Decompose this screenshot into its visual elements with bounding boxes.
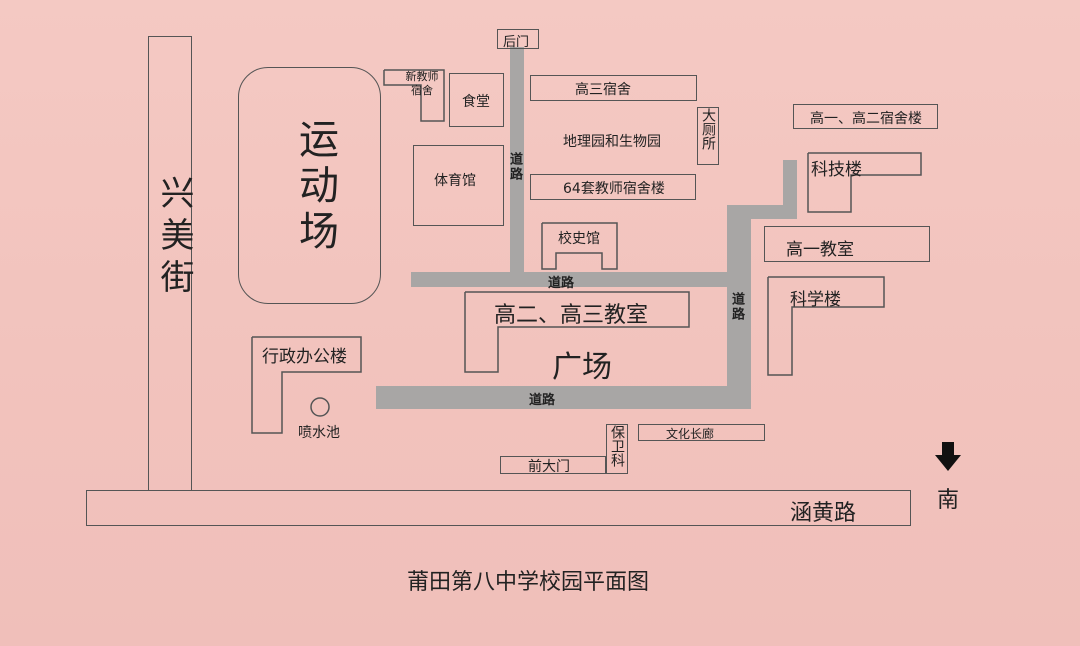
toilet-label: 大厕所	[700, 108, 716, 150]
square-label: 广场	[552, 350, 612, 385]
road-east-top	[783, 160, 797, 218]
road-middle-horizontal	[411, 272, 751, 287]
history-museum-label: 校史馆	[558, 231, 600, 247]
hanhuang-road	[86, 490, 911, 526]
xingmei-street-label: 兴美街	[154, 175, 194, 301]
front-gate	[500, 456, 606, 474]
grade12-dorm	[793, 104, 938, 129]
hanhuang-road-label: 涵黄路	[790, 501, 857, 526]
grade12-dorm-label: 高一、高二宿舍楼	[810, 111, 922, 127]
stadium-label: 运动场	[292, 118, 338, 256]
security-label: 保卫科	[609, 425, 625, 467]
science-building-outline	[767, 276, 885, 376]
culture-corridor	[638, 424, 765, 441]
front-gate-label: 前大门	[528, 459, 570, 475]
admin-building-label: 行政办公楼	[262, 347, 347, 367]
grade23-classroom-label: 高二、高三教室	[494, 303, 649, 328]
back-gate	[497, 29, 539, 49]
science-building-label: 科学楼	[790, 290, 841, 310]
senior3-dorm	[530, 75, 697, 101]
grade23-classroom-outline	[464, 291, 690, 373]
gym-label: 体育馆	[434, 173, 476, 189]
road-label-middle: 道路	[548, 276, 575, 291]
road-label-east: 道路	[729, 292, 744, 322]
new-teacher-dorm-label: 新教师宿舍	[405, 70, 439, 97]
grade1-classroom	[764, 226, 930, 262]
history-museum-outline	[541, 222, 618, 270]
back-gate-label: 后门	[503, 35, 530, 50]
road-east-vertical	[727, 205, 751, 409]
grade1-classroom-label: 高一教室	[786, 240, 854, 260]
page-title: 莆田第八中学校园平面图	[407, 570, 650, 595]
fountain-circle	[310, 397, 330, 417]
teacher-dorm-64	[530, 174, 696, 200]
canteen-label: 食堂	[462, 94, 490, 110]
geo-bio-garden-label: 地理园和生物园	[563, 134, 661, 150]
new-teacher-dorm-outline	[383, 69, 445, 122]
tech-building-label: 科技楼	[811, 160, 862, 180]
senior3-dorm-label: 高三宿舍	[575, 82, 631, 98]
stadium	[238, 67, 381, 304]
admin-building-outline	[251, 336, 362, 434]
gym	[413, 145, 504, 226]
canteen	[449, 73, 504, 127]
tech-building-outline	[807, 152, 922, 213]
toilet	[697, 107, 719, 165]
security	[606, 424, 628, 474]
culture-corridor-label: 文化长廊	[666, 427, 715, 441]
south-arrow-icon	[935, 442, 961, 471]
road-label-north: 道路	[507, 152, 522, 182]
teacher-dorm-64-label: 64套教师宿舍楼	[563, 181, 665, 197]
road-south-horizontal	[376, 386, 751, 409]
road-label-south: 道路	[529, 393, 556, 408]
road-east-connector	[727, 205, 797, 219]
xingmei-street	[148, 36, 192, 491]
road-north-vertical	[510, 47, 524, 285]
compass-label: 南	[937, 488, 960, 513]
fountain-label: 喷水池	[298, 425, 340, 441]
